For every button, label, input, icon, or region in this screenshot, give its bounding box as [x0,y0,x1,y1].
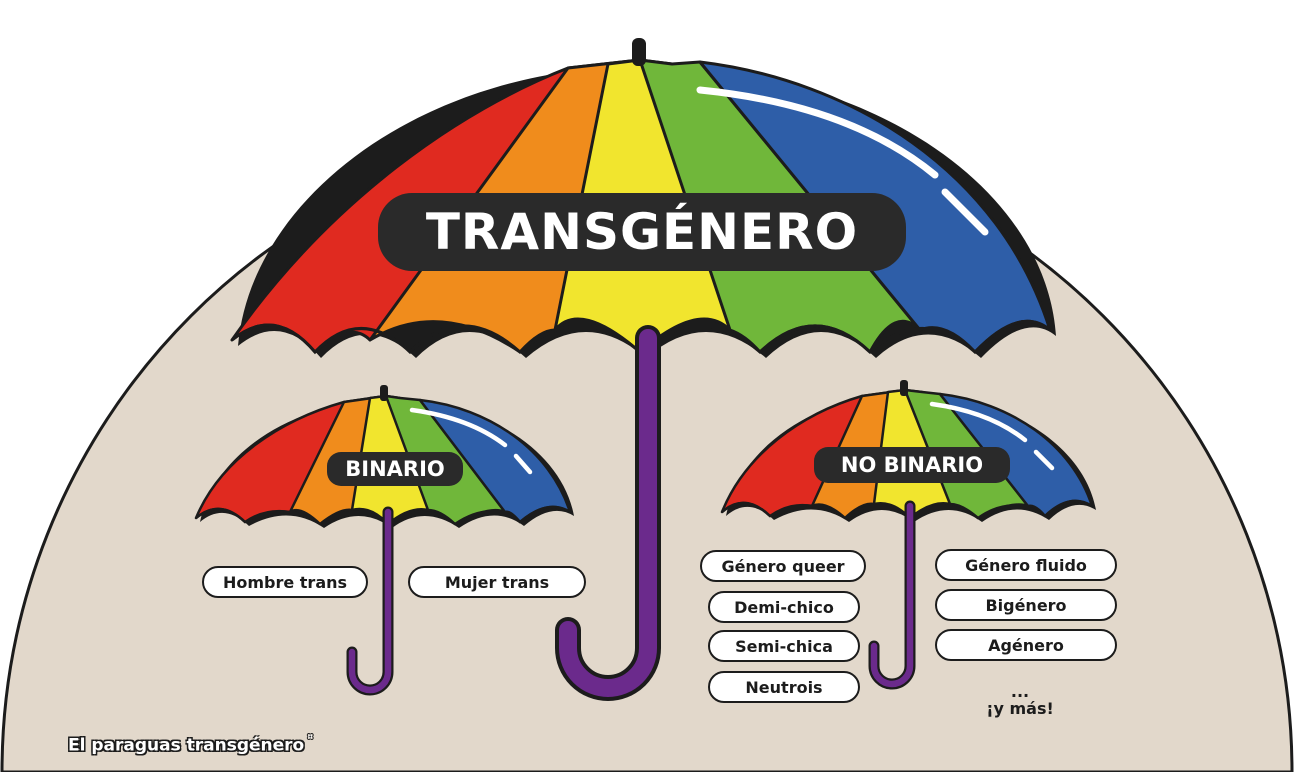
transgender-label: TRANSGÉNERO [378,193,906,271]
identity-pill-agender: Agénero [935,629,1117,661]
identity-pill-trans-woman: Mujer trans [408,566,586,598]
identity-pill-semigirl: Semi-chica [708,630,860,662]
gloss-highlight [696,86,939,179]
identity-pill-genderqueer: Género queer [700,550,866,582]
footer-caption: El paraguas transgénero° [68,733,313,756]
identity-pill-demiboy: Demi-chico [708,591,860,623]
nonbinary-umbrella [720,380,1096,690]
gloss-highlight-dash [941,188,989,236]
identity-pill-bigender: Bigénero [935,589,1117,621]
identity-pill-trans-man: Hombre trans [202,566,368,598]
binary-label: BINARIO [327,452,463,486]
identity-pill-genderfluid: Género fluido [935,549,1117,581]
footer-mark: ° [307,733,314,747]
and-more-text: ... ¡y más! [986,682,1054,718]
footer-title: El paraguas transgénero [68,735,305,756]
nonbinary-label: NO BINARIO [814,447,1010,483]
identity-pill-neutrois: Neutrois [708,671,860,703]
main-umbrella-handle-fill [559,329,657,697]
main-umbrella-tip [632,38,646,66]
